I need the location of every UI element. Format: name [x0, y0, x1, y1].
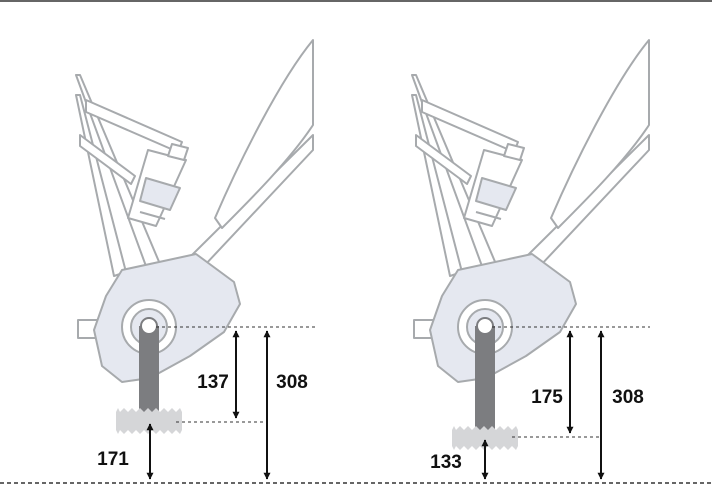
pedal [116, 408, 182, 434]
axle-height-label: 308 [612, 387, 644, 408]
pedal-to-axle-label: 137 [197, 372, 229, 393]
shock-absorber [463, 143, 525, 227]
dimension-arrows [481, 330, 605, 480]
ground-clearance-label: 133 [430, 452, 462, 473]
crank-arm [475, 326, 495, 430]
dimension-arrows [146, 330, 271, 480]
crank-axle [476, 317, 494, 335]
crank-axle [140, 317, 158, 335]
reference-lines [156, 326, 315, 423]
crank-arm [139, 326, 159, 412]
reference-lines [492, 326, 650, 438]
shock-absorber [127, 143, 189, 227]
left-panel: 137 308 171 [75, 39, 315, 480]
right-panel: 175 308 133 [411, 39, 650, 480]
pedal [452, 426, 518, 450]
bike-frame-tubes [411, 39, 650, 339]
ground-clearance-label: 171 [97, 449, 129, 470]
axle-height-label: 308 [276, 372, 308, 393]
pedal-to-axle-label: 175 [531, 387, 563, 408]
